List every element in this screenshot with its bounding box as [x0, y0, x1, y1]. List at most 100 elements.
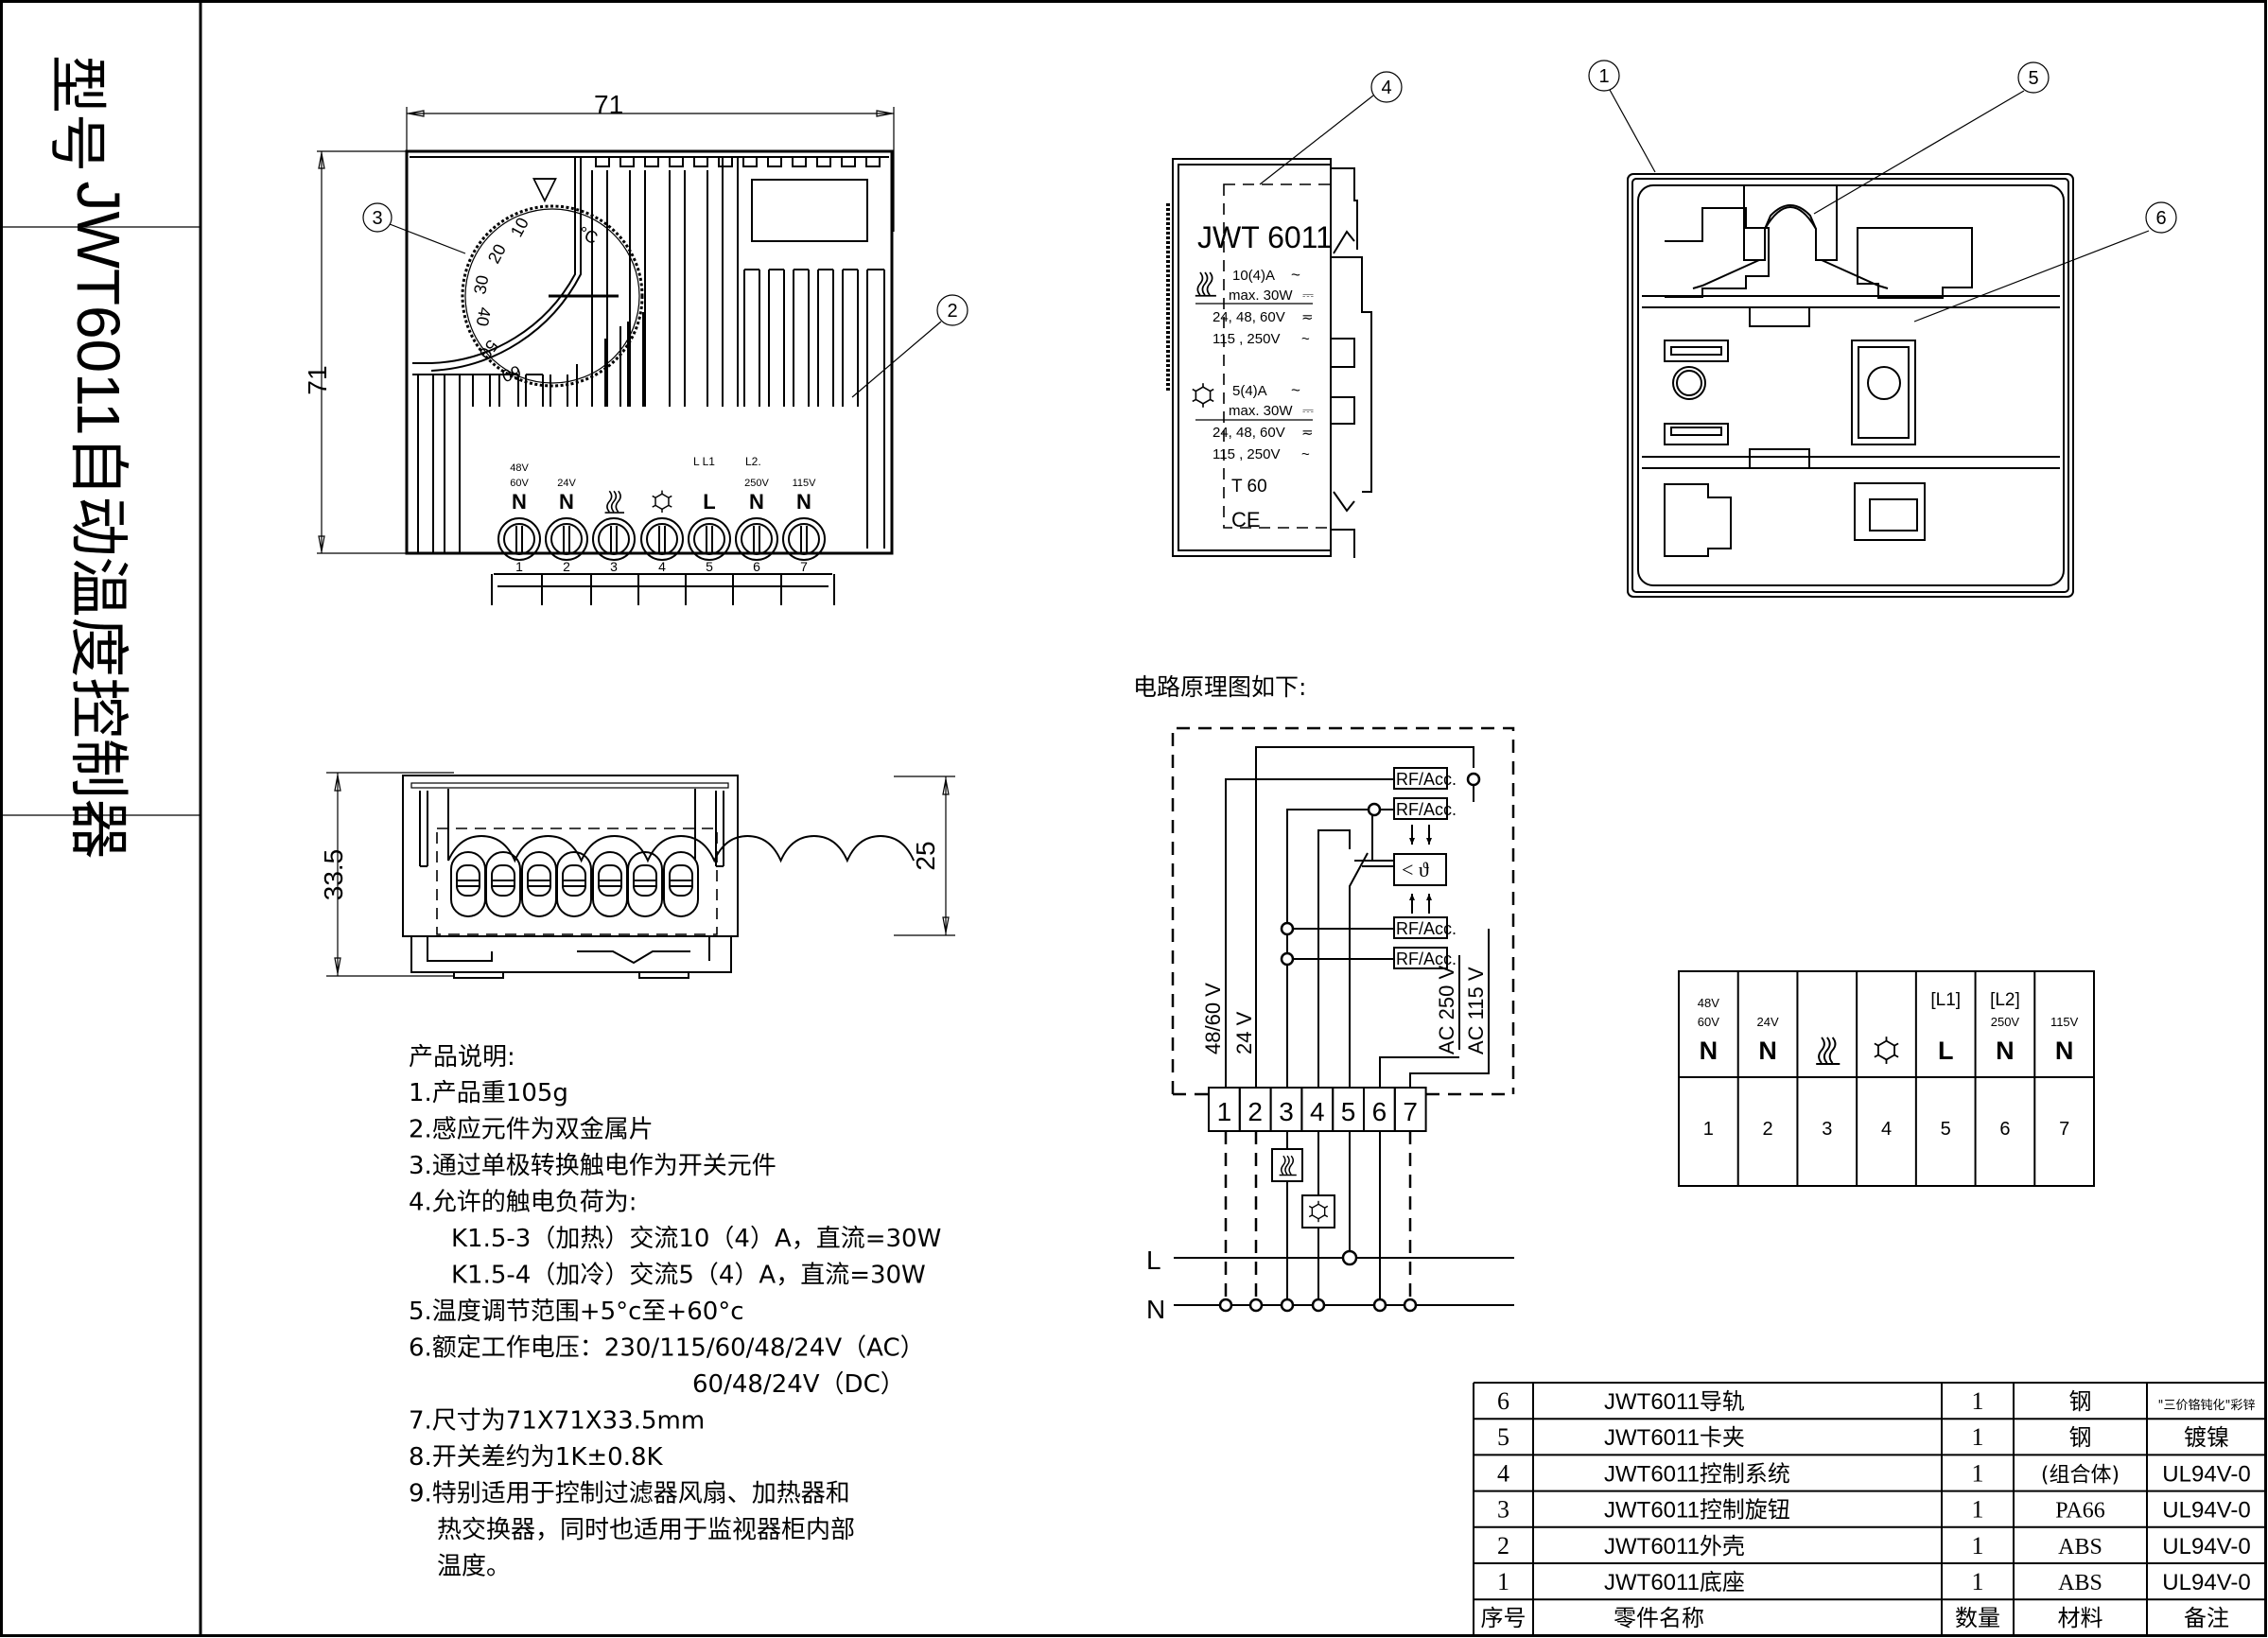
- snowflake-icon: [1874, 1036, 1899, 1065]
- callout-4-label: 4: [1381, 78, 1391, 98]
- tt-main-symbol: N: [2055, 1037, 2074, 1065]
- sensor-box: [1393, 853, 1447, 886]
- tt-number: 6: [1999, 1119, 2010, 1140]
- relay-contact: RF/Acc.: [1393, 767, 1457, 790]
- relay-label: RF/Acc.: [1396, 950, 1457, 968]
- parts-header-cell: 数量: [1955, 1605, 2000, 1631]
- parts-table-header: 序号零件名称数量材料备注: [1481, 1605, 2230, 1631]
- callout-6-label: 6: [2155, 208, 2166, 229]
- callout-2-label: 2: [947, 301, 957, 322]
- parts-cell-qty: 1: [1972, 1532, 1984, 1560]
- description-heading: 产品说明:: [409, 1043, 515, 1072]
- front-terminal[interactable]: 4: [640, 489, 684, 574]
- schem-heater-box: [1271, 1148, 1303, 1182]
- schem-terminal-number: 2: [1247, 1097, 1263, 1126]
- description-line: 1.产品重105g: [409, 1079, 568, 1107]
- label-heat-v2: 115 , 250V: [1213, 331, 1280, 347]
- parts-cell-note: "三价铬钝化"彩锌: [2158, 1398, 2256, 1413]
- tt-main-symbol: L: [1938, 1037, 1954, 1065]
- label-cool-max: max. 30W: [1229, 403, 1293, 419]
- terminal-screw[interactable]: [640, 517, 684, 561]
- label-heat-rating: 10(4)A: [1232, 268, 1275, 284]
- bottom-dim-total: 33.5: [319, 849, 348, 901]
- label-cool-ac: ~: [1291, 381, 1300, 399]
- parts-cell-no: 3: [1497, 1496, 1509, 1524]
- schem-cooler-box: [1301, 1194, 1335, 1228]
- parts-header-cell: 零件名称: [1614, 1605, 1704, 1631]
- parts-cell-note: UL94V-0: [2162, 1461, 2250, 1487]
- temperature-dial[interactable]: ▽ 10 20 30 40 50 60 °C: [461, 170, 644, 388]
- schem-terminal-number: 3: [1279, 1097, 1294, 1126]
- front-terminal[interactable]: 3: [592, 490, 636, 574]
- schem-terminal: 7: [1393, 1087, 1427, 1132]
- description-line: K1.5-4（加冷）交流5（4）A，直流=30W: [451, 1262, 926, 1290]
- description-line: 2.感应元件为双金属片: [409, 1116, 654, 1144]
- terminal-screw[interactable]: [592, 517, 636, 561]
- terminal-header-l1: L L1: [693, 455, 715, 468]
- schem-terminal: 3: [1269, 1087, 1303, 1132]
- tt-main-symbol: N: [1996, 1037, 2015, 1065]
- schem-terminal: 1: [1208, 1087, 1241, 1132]
- label-heat-max: max. 30W: [1229, 288, 1293, 304]
- parts-cell-material: PA66: [2055, 1499, 2104, 1524]
- heater-icon: [603, 490, 625, 514]
- description-line: 6.额定工作电压：230/115/60/48/24V（AC）: [409, 1334, 925, 1363]
- terminal-voltage-top: 48V: [510, 462, 529, 474]
- terminal-screw[interactable]: [735, 517, 778, 561]
- relay-contact: RF/Acc.: [1393, 797, 1457, 820]
- dial-label-10: 10: [507, 215, 532, 240]
- relay-label: RF/Acc.: [1396, 919, 1457, 938]
- parts-cell-qty: 1: [1972, 1496, 1984, 1524]
- label-t-rating: T 60: [1231, 477, 1267, 497]
- terminal-screw[interactable]: [545, 517, 588, 561]
- tt-voltage-label: 250V: [1991, 1015, 2020, 1029]
- callout-4: 4: [1259, 71, 1403, 185]
- parts-cell-material: 钢: [2069, 1388, 2092, 1415]
- front-terminal[interactable]: L5: [688, 490, 731, 574]
- parts-header-cell: 材料: [2058, 1605, 2103, 1631]
- terminal-number: 4: [658, 559, 666, 574]
- dial-label-30: 30: [470, 273, 492, 295]
- terminal-table-column: [L1]L5: [1930, 990, 1961, 1140]
- callout-2: 2: [851, 294, 968, 398]
- tt-top-label: 48V: [1698, 996, 1719, 1010]
- product-description: 产品说明: 1.产品重105g2.感应元件为双金属片3.通过单极转换触电作为开关…: [409, 1043, 941, 1581]
- terminal-screw[interactable]: [497, 517, 541, 561]
- schem-terminal: 4: [1300, 1087, 1335, 1132]
- parts-cell-name: JWT6011底座: [1604, 1570, 1745, 1595]
- tt-main-symbol: N: [1758, 1037, 1777, 1065]
- parts-cell-material: ABS: [2058, 1535, 2102, 1560]
- terminal-screw[interactable]: [782, 517, 826, 561]
- parts-cell-name: JWT6011外壳: [1604, 1534, 1745, 1560]
- terminal-screw[interactable]: [688, 517, 731, 561]
- tt-main-symbol: N: [1700, 1037, 1718, 1065]
- parts-cell-note: UL94V-0: [2162, 1534, 2250, 1560]
- parts-cell-name: JWT6011控制旋钮: [1604, 1498, 1790, 1524]
- parts-cell-qty: 1: [1972, 1423, 1984, 1451]
- parts-cell-qty: 1: [1972, 1387, 1984, 1415]
- terminal-header-l2: L2.: [745, 455, 761, 468]
- parts-cell-no: 5: [1497, 1423, 1509, 1451]
- parts-header-cell: 序号: [1481, 1605, 1527, 1631]
- dial-label-60: 60: [499, 361, 524, 386]
- description-line: 4.允许的触电负荷为:: [409, 1189, 637, 1217]
- parts-cell-note: UL94V-0: [2162, 1570, 2250, 1595]
- parts-table-row: 3 JWT6011控制旋钮 1 PA66 UL94V-0: [1497, 1496, 2251, 1524]
- label-heat-ac2: ~: [1301, 331, 1310, 347]
- parts-cell-material: ABS: [2058, 1571, 2102, 1595]
- parts-cell-note: UL94V-0: [2162, 1498, 2250, 1524]
- terminal-voltage: 60V: [510, 478, 529, 489]
- callout-1: 1: [1588, 60, 1656, 173]
- terminal-symbol: N: [559, 490, 574, 514]
